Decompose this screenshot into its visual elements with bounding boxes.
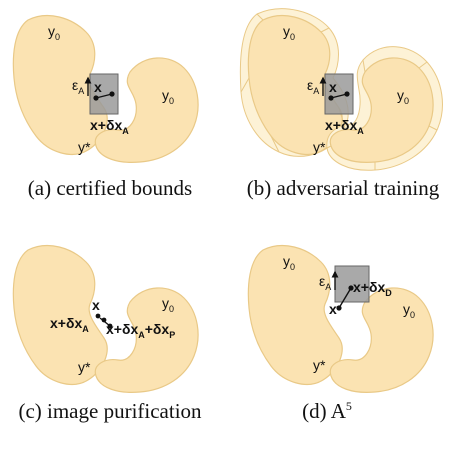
xdef-label: x+δxD <box>353 279 392 298</box>
panel-b: y0 y0 εA x x+δxA y* (b) adversarial trai… <box>239 8 443 200</box>
caption-c: (c) image purification <box>18 399 202 423</box>
x-label: x <box>92 297 100 313</box>
y0-left-label: y0 <box>283 253 295 272</box>
perturbation-line <box>330 93 348 99</box>
ystar-label: y* <box>313 357 326 373</box>
panel-d: y0 y0 εA x x+δxD y* (d) A5 <box>247 244 434 423</box>
y0-left-label: y0 <box>283 23 295 42</box>
xpert-label: x+δxA <box>50 315 89 334</box>
region-y0-right <box>329 287 434 393</box>
y0-right-label: y0 <box>162 295 174 314</box>
y0-right-label: y0 <box>397 87 409 106</box>
perturbation-line <box>95 93 113 99</box>
y0-left-label: y0 <box>48 23 60 42</box>
xpert-point <box>344 91 350 97</box>
ystar-label: y* <box>78 359 91 375</box>
xpur-point <box>107 323 113 329</box>
x-point <box>93 95 99 101</box>
x-point <box>336 305 342 311</box>
shell-seams-right <box>326 59 438 170</box>
x-label: x <box>94 79 102 95</box>
caption-b: (b) adversarial training <box>247 176 440 200</box>
panel-c: y0 x x+δxA x+δxA+δxP y* (c) image purifi… <box>12 244 202 423</box>
epsilon-label: εA <box>319 273 331 292</box>
xpert-point <box>109 91 115 97</box>
caption-a: (a) certified bounds <box>28 176 192 200</box>
xpur-label: x+δxA+δxP <box>106 321 175 340</box>
defense-box <box>334 265 370 303</box>
region-y0-right <box>94 287 199 393</box>
y0-right-label: y0 <box>162 87 174 106</box>
xdef-point <box>348 285 354 291</box>
caption-d: (d) A5 <box>302 399 352 423</box>
panel-a: y0 y0 εA x x+δxA y* (a) certified bounds <box>12 14 199 200</box>
defense-line <box>338 287 352 309</box>
x-label: x <box>329 301 337 317</box>
shell-seams-left <box>240 13 346 153</box>
xpert-point <box>101 317 107 323</box>
epsilon-label: εA <box>72 77 84 96</box>
y0-right-label: y0 <box>403 301 415 320</box>
x-label: x <box>329 79 337 95</box>
ystar-label: y* <box>313 139 326 155</box>
x-point <box>95 313 101 319</box>
x-point <box>328 95 334 101</box>
epsilon-label: εA <box>307 77 319 96</box>
ystar-label: y* <box>78 139 91 155</box>
xpert-label: x+δxA <box>90 117 129 136</box>
xpert-label: x+δxA <box>325 117 364 136</box>
